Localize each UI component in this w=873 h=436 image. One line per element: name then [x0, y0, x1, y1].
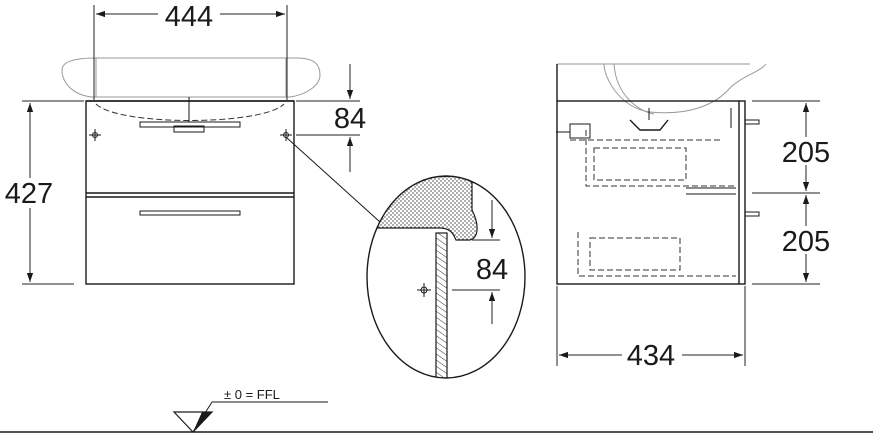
dim-depth: 434: [556, 286, 746, 372]
front-drain-bar: [139, 121, 241, 128]
detail-mount-mark: [417, 283, 431, 297]
dim-depth-label: 434: [627, 340, 675, 372]
front-mount-right: [280, 129, 292, 141]
front-basin: [61, 57, 321, 98]
dim-drawers: 205 205: [752, 100, 836, 285]
dim-width-top: 444: [93, 1, 288, 100]
floor-marker: ± 0 = FFL: [0, 387, 873, 433]
dim-detail-offset-label: 84: [476, 254, 508, 286]
dim-offset-front-label: 84: [334, 103, 366, 135]
dim-height-left-label: 427: [5, 178, 53, 210]
dim-drawer-upper-label: 205: [782, 137, 830, 169]
detail-countertop: [367, 176, 478, 241]
front-mount-left: [89, 129, 101, 141]
side-view: [556, 63, 767, 285]
floor-label: ± 0 = FFL: [224, 387, 280, 402]
dim-height-left: 427: [2, 100, 84, 285]
front-view: [61, 57, 321, 285]
front-drawer-handle: [139, 210, 241, 216]
dim-drawer-lower-label: 205: [782, 226, 830, 258]
dim-detail-offset: 84: [452, 200, 508, 324]
dim-width-top-label: 444: [165, 1, 213, 33]
side-cabinet: [556, 100, 746, 285]
dim-offset-front: 84: [296, 64, 366, 172]
detail-wall-panel: [435, 232, 448, 378]
